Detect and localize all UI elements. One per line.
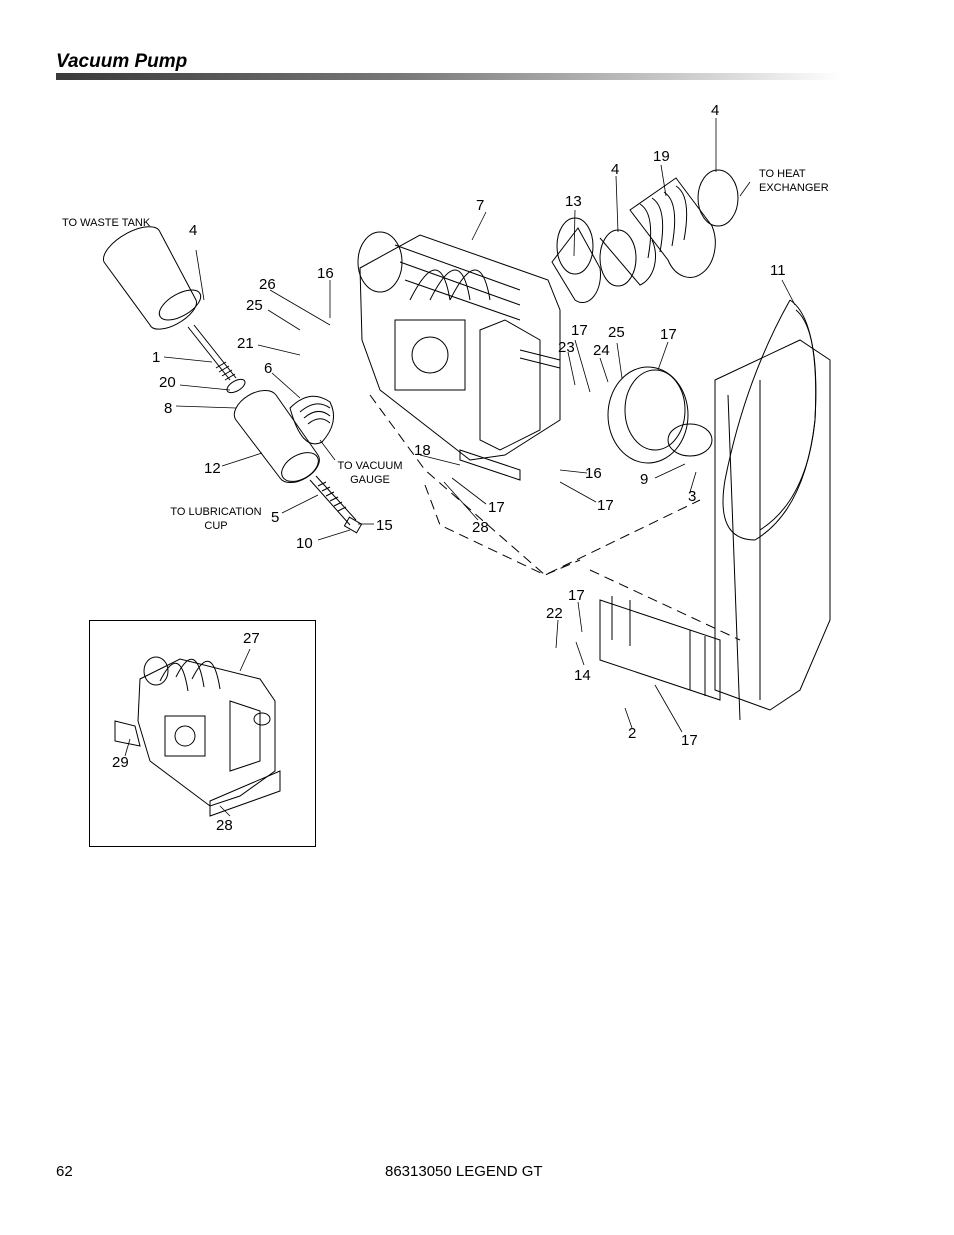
callout-label: 27 bbox=[243, 630, 260, 647]
callout-label: 7 bbox=[476, 197, 485, 214]
callout-label: 20 bbox=[159, 374, 176, 391]
inset-pump-drawing bbox=[114, 648, 281, 817]
callout-label: 19 bbox=[653, 148, 670, 165]
callout-label: 12 bbox=[204, 460, 221, 477]
leader-lines bbox=[163, 118, 796, 733]
callout-label: 4 bbox=[189, 222, 198, 239]
callout-label: 16 bbox=[317, 265, 334, 282]
callout-label: 25 bbox=[246, 297, 263, 314]
note-waste-tank: TO WASTE TANK bbox=[62, 217, 151, 229]
page-title: Vacuum Pump bbox=[56, 51, 188, 72]
note-lubrication-line1: TO LUBRICATION bbox=[170, 506, 262, 518]
callout-label: 29 bbox=[112, 754, 129, 771]
callout-label: 22 bbox=[546, 605, 563, 622]
pulley bbox=[607, 366, 713, 464]
callout-label: 6 bbox=[264, 360, 273, 377]
callout-label: 3 bbox=[688, 488, 697, 505]
callout-label: 18 bbox=[414, 442, 431, 459]
callout-label: 17 bbox=[488, 499, 505, 516]
callout-label: 25 bbox=[608, 324, 625, 341]
callout-label: 23 bbox=[558, 339, 575, 356]
callout-label: 28 bbox=[472, 519, 489, 536]
callout-label: 26 bbox=[259, 276, 276, 293]
callout-label: 1 bbox=[152, 349, 161, 366]
frame-and-belt bbox=[599, 299, 831, 721]
inset-detail-box: 27 29 28 bbox=[89, 620, 316, 847]
callout-label: 11 bbox=[770, 262, 786, 279]
filter-canister bbox=[103, 226, 246, 394]
callout-label: 13 bbox=[565, 193, 582, 210]
callout-label: 9 bbox=[640, 471, 649, 488]
note-heat-exchanger-line2: EXCHANGER bbox=[759, 182, 829, 194]
hose-assembly bbox=[551, 169, 739, 304]
callout-label: 17 bbox=[681, 732, 698, 749]
note-vacuum-gauge-line2: GAUGE bbox=[350, 474, 390, 486]
callout-label: 17 bbox=[568, 587, 585, 604]
mounting-outline bbox=[369, 394, 741, 641]
note-lubrication-line2: CUP bbox=[204, 520, 228, 532]
note-vacuum-gauge-line1: TO VACUUM bbox=[337, 460, 403, 472]
callout-label: 5 bbox=[271, 509, 280, 526]
callout-label: 24 bbox=[593, 342, 610, 359]
vacuum-pump-body bbox=[357, 231, 561, 481]
callout-label: 17 bbox=[597, 497, 614, 514]
callout-label: 28 bbox=[216, 817, 233, 834]
callout-label: 21 bbox=[237, 335, 254, 352]
callout-label: 8 bbox=[164, 400, 173, 417]
callout-label: 14 bbox=[574, 667, 591, 684]
page-number: 62 bbox=[56, 1163, 73, 1180]
callout-label: 17 bbox=[571, 322, 588, 339]
document-id: 86313050 LEGEND GT bbox=[385, 1163, 543, 1180]
note-heat-exchanger-line1: TO HEAT bbox=[759, 168, 806, 180]
callout-label: 15 bbox=[376, 517, 393, 534]
callout-label: 4 bbox=[611, 161, 620, 178]
title-rule bbox=[56, 73, 842, 80]
callout-label: 10 bbox=[296, 535, 313, 552]
callout-label: 4 bbox=[711, 102, 720, 119]
callout-label: 17 bbox=[660, 326, 677, 343]
callout-label: 2 bbox=[628, 725, 637, 742]
lubrication-cylinder bbox=[233, 390, 363, 534]
callout-label: 16 bbox=[585, 465, 602, 482]
